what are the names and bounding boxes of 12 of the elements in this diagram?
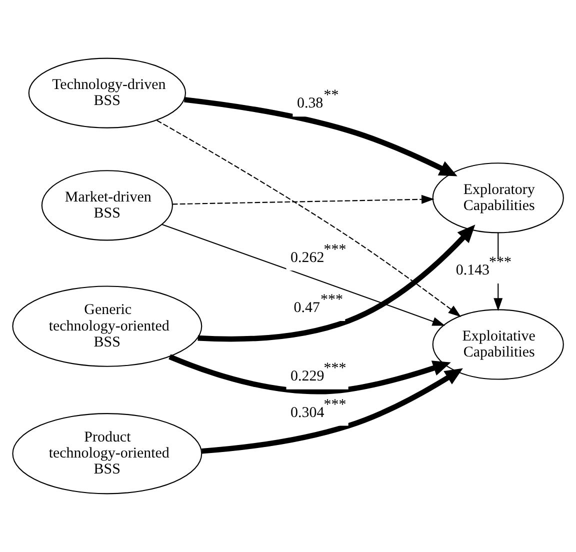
node-ellipse: Generic technology-oriented BSS [12, 286, 202, 367]
arrow [156, 120, 462, 317]
node-ellipse: Exploratory Capabilities [432, 162, 564, 234]
arrow [202, 368, 463, 454]
arrow [172, 194, 434, 205]
arrow [168, 354, 451, 394]
arrow [184, 96, 458, 176]
arrow [162, 224, 446, 326]
node-ellipse: Product technology-oriented BSS [12, 413, 202, 494]
node-ellipse: Market-driven BSS [41, 170, 173, 241]
arrow [198, 224, 476, 342]
node-ellipse: Technology-driven BSS [28, 58, 186, 128]
